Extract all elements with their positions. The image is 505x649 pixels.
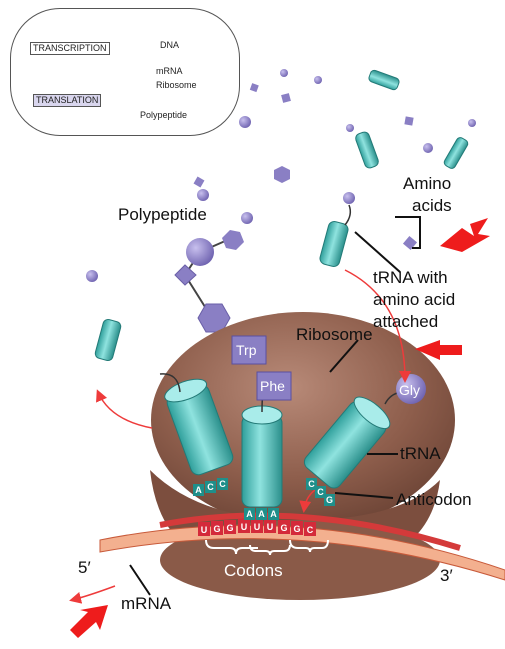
anticodon-base: A bbox=[193, 484, 204, 496]
trna-with-aa-label-line1: tRNA with bbox=[373, 268, 448, 287]
amino-acid-phe-label: Phe bbox=[260, 378, 285, 394]
codon-base-letter: G bbox=[226, 523, 233, 533]
anticodon-label: Anticodon bbox=[396, 490, 472, 509]
mrna-label: mRNA bbox=[121, 594, 172, 613]
trna-with-aa-label-line2: amino acid bbox=[373, 290, 456, 309]
codon-base-letter: G bbox=[213, 524, 220, 534]
amino-acid-gly-label: Gly bbox=[399, 382, 420, 398]
codon-base-letter: C bbox=[307, 525, 314, 535]
leader-lines bbox=[129, 216, 421, 596]
amino-acid-trp-label: Trp bbox=[236, 342, 257, 358]
curved-arrow-icon bbox=[69, 269, 411, 604]
floating-trna bbox=[94, 69, 469, 362]
codon-base-letter: U bbox=[254, 522, 261, 532]
codon-base-box bbox=[278, 520, 290, 534]
codon-base-box bbox=[264, 519, 276, 533]
ribosome-label: Ribosome bbox=[296, 325, 373, 344]
inset-transcription-label: TRANSCRIPTION bbox=[30, 42, 110, 55]
inset-dna-label: DNA bbox=[160, 40, 180, 50]
codon-base-letter: U bbox=[241, 522, 248, 532]
codon-base-letter: U bbox=[201, 525, 208, 535]
codon-base-box bbox=[304, 522, 316, 536]
codon-braces bbox=[205, 539, 329, 556]
codon-base-box bbox=[238, 519, 250, 533]
codon-base-box bbox=[224, 520, 236, 534]
anticodon-base: C bbox=[306, 478, 317, 490]
trna-with-aa-label-line3: attached bbox=[373, 312, 439, 331]
amino-acids-label-line1: Amino bbox=[403, 174, 452, 193]
free-amino-acids bbox=[86, 69, 476, 282]
codons-label: Codons bbox=[224, 561, 283, 580]
five-prime-label: 5′ bbox=[78, 558, 91, 577]
inset-ribosome-label: Ribosome bbox=[156, 80, 197, 90]
three-prime-label: 3′ bbox=[440, 566, 453, 585]
anticodon-base: A bbox=[268, 508, 279, 520]
codon-base-letter: G bbox=[293, 524, 300, 534]
codon-base-box bbox=[251, 519, 263, 533]
anticodon-base: G bbox=[324, 494, 335, 506]
inset-translation-label: TRANSLATION bbox=[33, 94, 102, 107]
inset-mrna-label: mRNA bbox=[156, 66, 183, 76]
inset-polypeptide-label: Polypeptide bbox=[140, 110, 188, 120]
red-arrow-icon bbox=[70, 218, 490, 638]
codon-base-box bbox=[211, 521, 223, 535]
anticodon-base: C bbox=[315, 486, 326, 498]
codon-base-box bbox=[291, 521, 303, 535]
overview-inset bbox=[10, 8, 240, 136]
polypeptide-chain bbox=[174, 230, 246, 346]
polypeptide-label: Polypeptide bbox=[118, 205, 207, 224]
anticodon-base: A bbox=[244, 508, 255, 520]
trna-in-ribosome bbox=[159, 373, 402, 508]
anticodon-base: C bbox=[217, 478, 228, 490]
anticodon-base: A bbox=[256, 508, 267, 520]
codon-base-box bbox=[198, 522, 210, 536]
amino-acids-label-line2: acids bbox=[412, 196, 452, 215]
trna-label: tRNA bbox=[400, 444, 441, 463]
anticodon-base: C bbox=[205, 481, 216, 493]
codon-base-letter: U bbox=[267, 522, 274, 532]
codon-base-letter: G bbox=[280, 523, 287, 533]
